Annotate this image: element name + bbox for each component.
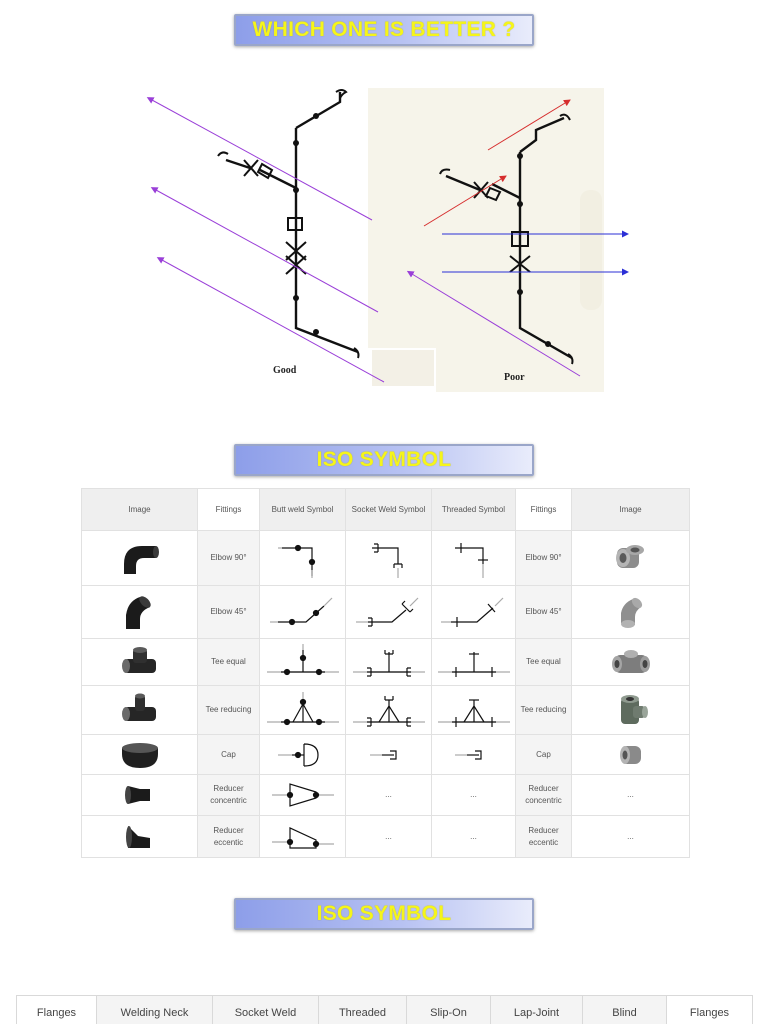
table-row: Elbow 45° Elbow 45° (81, 585, 690, 639)
isometric-comparison-diagram: Good Poor (146, 88, 629, 392)
fitting-name-right: Cap (515, 734, 572, 775)
table-row: Cap Cap (81, 734, 690, 775)
good-piping-isometric (217, 89, 360, 359)
header-fittings-right: Fittings (515, 488, 572, 531)
threaded-symbol (431, 585, 516, 639)
background-panels (368, 88, 604, 392)
poor-label: Poor (504, 372, 525, 383)
tee-reducing-image (81, 685, 198, 735)
butt-weld-symbol (259, 685, 346, 735)
table-row: Tee equal Tee equal (81, 638, 690, 686)
slip-on-cell: Slip-On (406, 995, 491, 1024)
fitting-name: Tee equal (197, 638, 260, 686)
blind-cell: Blind (582, 995, 667, 1024)
butt-weld-symbol (259, 774, 346, 816)
poor-piping-isometric (439, 113, 574, 365)
header-butt-weld: Butt weld Symbol (259, 488, 346, 531)
table-row: Reducer eccentic ... ... Reducer eccenti… (81, 815, 690, 858)
lap-joint-cell: Lap-Joint (490, 995, 583, 1024)
tee-equal-image (81, 638, 198, 686)
threaded-symbol (431, 638, 516, 686)
butt-weld-symbol (259, 815, 346, 858)
image-right-cell: ... (571, 815, 690, 858)
fitting-name-right: Reducer concentric (515, 774, 572, 816)
cap-image (81, 734, 198, 775)
elbow-90-image (81, 530, 198, 586)
header-fittings-left: Fittings (197, 488, 260, 531)
header-threaded: Threaded Symbol (431, 488, 516, 531)
welding-neck-cell: Welding Neck (96, 995, 213, 1024)
butt-weld-symbol (259, 530, 346, 586)
fitting-name-right: Elbow 45° (515, 585, 572, 639)
table-header-row: Image Fittings Butt weld Symbol Socket W… (81, 488, 690, 531)
forged-elbow-90-image (571, 530, 690, 586)
threaded-symbol (431, 685, 516, 735)
socket-weld-symbol (345, 585, 432, 639)
forged-tee-reducing-image (571, 685, 690, 735)
fitting-name-right: Tee reducing (515, 685, 572, 735)
reducer-concentric-image (81, 774, 198, 816)
header-image-left: Image (81, 488, 198, 531)
iso-symbol-banner-2: ISO SYMBOL (234, 898, 534, 930)
socket-weld-symbol (345, 638, 432, 686)
socket-weld-cell: ... (345, 815, 432, 858)
iso-fittings-table: Image Fittings Butt weld Symbol Socket W… (81, 488, 690, 858)
title-banner: WHICH ONE IS BETTER ? (234, 14, 534, 46)
threaded-cell: Threaded (318, 995, 407, 1024)
socket-weld-cell: Socket Weld (212, 995, 319, 1024)
fitting-name-right: Elbow 90° (515, 530, 572, 586)
reducer-eccentric-image (81, 815, 198, 858)
flanges-header-row: Flanges Welding Neck Socket Weld Threade… (16, 995, 753, 1024)
table-row: Tee reducing Tee reducing (81, 685, 690, 735)
socket-weld-symbol (345, 530, 432, 586)
flanges-table: Flanges Welding Neck Socket Weld Threade… (16, 995, 753, 1024)
threaded-cell: ... (431, 774, 516, 816)
fitting-name: Reducer eccentic (197, 815, 260, 858)
threaded-cell: ... (431, 815, 516, 858)
socket-weld-symbol (345, 734, 432, 775)
fitting-name-right: Tee equal (515, 638, 572, 686)
fitting-name: Elbow 90° (197, 530, 260, 586)
fitting-name: Tee reducing (197, 685, 260, 735)
forged-elbow-45-image (571, 585, 690, 639)
threaded-symbol (431, 530, 516, 586)
fitting-name: Reducer concentric (197, 774, 260, 816)
image-right-cell: ... (571, 774, 690, 816)
forged-tee-equal-image (571, 638, 690, 686)
fitting-name: Elbow 45° (197, 585, 260, 639)
iso-symbol-banner: ISO SYMBOL (234, 444, 534, 476)
fitting-name: Cap (197, 734, 260, 775)
good-label: Good (273, 365, 297, 376)
socket-weld-symbol (345, 685, 432, 735)
butt-weld-symbol (259, 585, 346, 639)
sightline-arrows (146, 97, 629, 383)
elbow-45-image (81, 585, 198, 639)
socket-weld-cell: ... (345, 774, 432, 816)
table-row: Reducer concentric ... ... Reducer conce… (81, 774, 690, 816)
forged-cap-image (571, 734, 690, 775)
header-socket-weld: Socket Weld Symbol (345, 488, 432, 531)
fitting-name-right: Reducer eccentic (515, 815, 572, 858)
threaded-symbol (431, 734, 516, 775)
header-image-right: Image (571, 488, 690, 531)
butt-weld-symbol (259, 638, 346, 686)
flanges-cell: Flanges (16, 995, 97, 1024)
flanges-cell-right: Flanges (666, 995, 753, 1024)
butt-weld-symbol (259, 734, 346, 775)
table-row: Elbow 90° Elbow 90° (81, 530, 690, 586)
